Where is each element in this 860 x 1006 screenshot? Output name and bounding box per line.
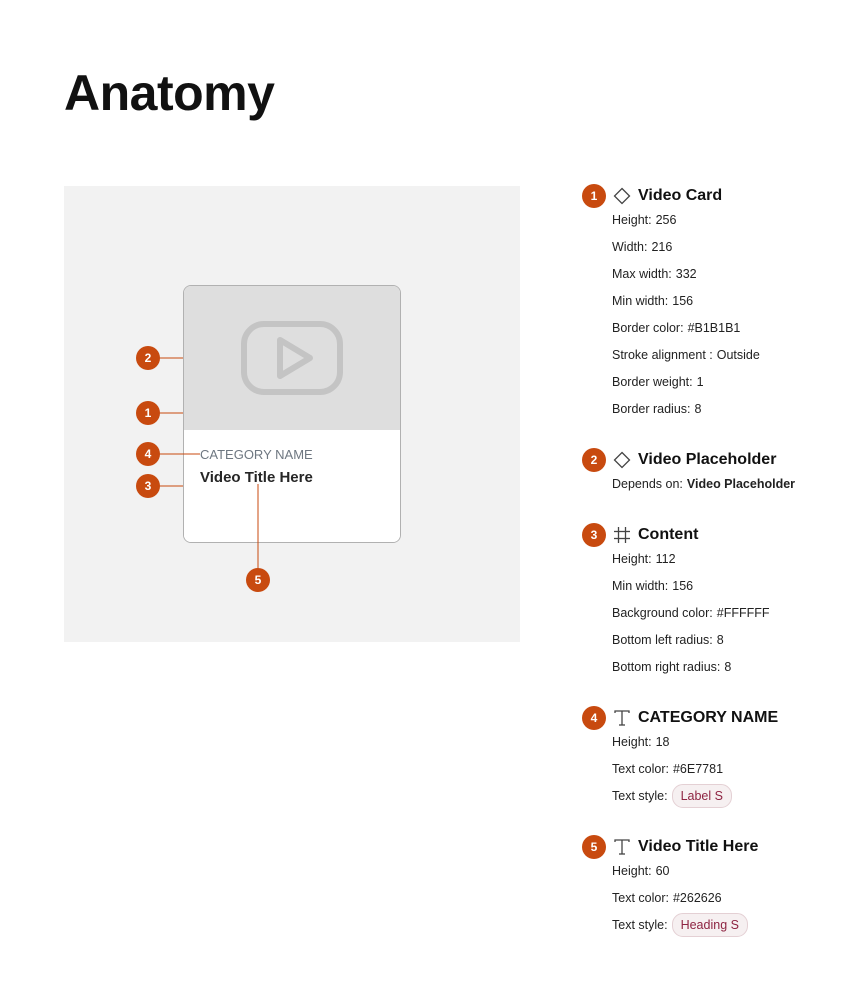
- spec-property: Width:216: [612, 240, 673, 254]
- spec-property: Min width:156: [612, 579, 694, 593]
- callout-marker-4: 4: [136, 442, 160, 466]
- callout-marker-1: 1: [136, 401, 160, 425]
- callout-marker-3: 3: [136, 474, 160, 498]
- spec-property: Max width:332: [612, 267, 697, 281]
- text-style-pill: Label S: [671, 784, 732, 808]
- diamond-icon: [613, 451, 631, 469]
- spec-property: Bottom left radius:8: [612, 633, 724, 647]
- spec-property: Height:60: [612, 864, 670, 878]
- text-style-pill: Heading S: [671, 913, 748, 937]
- card-content: CATEGORY NAME Video Title Here: [184, 430, 400, 542]
- spec-property: Text style:Label S: [612, 783, 854, 810]
- page-title: Anatomy: [64, 65, 275, 121]
- spec-property: Depends on:Video Placeholder: [612, 477, 796, 491]
- spec-property: Bottom right radius:8: [612, 660, 732, 674]
- spec-property: Text style:Heading S: [612, 912, 854, 939]
- spec-title: CATEGORY NAME: [638, 709, 779, 726]
- callout-marker-2: 2: [136, 346, 160, 370]
- spec-video-card: 1 Video Card Height:256 Width:216 Max wi…: [582, 184, 854, 423]
- frame-icon: [614, 527, 630, 543]
- spec-marker: 1: [582, 184, 606, 208]
- spec-property: Border radius:8: [612, 402, 702, 416]
- callout-lines: [148, 357, 259, 568]
- spec-marker: 2: [582, 448, 606, 472]
- spec-title: Video Placeholder: [638, 451, 777, 468]
- category-name: CATEGORY NAME: [200, 447, 313, 462]
- spec-property: Stroke alignment :Outside: [612, 348, 760, 362]
- spec-marker: 4: [582, 706, 606, 730]
- anatomy-canvas: CATEGORY NAME Video Title Here 2 1 4 3 5: [64, 186, 520, 642]
- spec-marker: 3: [582, 523, 606, 547]
- spec-title: Content: [638, 526, 699, 543]
- spec-video-title: 5 Video Title Here Height:60 Text color:…: [582, 835, 854, 939]
- spec-video-placeholder: 2 Video Placeholder Depends on:Video Pla…: [582, 448, 854, 498]
- spec-property: Background color:#FFFFFF: [612, 606, 770, 620]
- video-card[interactable]: CATEGORY NAME Video Title Here: [183, 285, 401, 543]
- diamond-icon: [613, 187, 631, 205]
- text-icon: [614, 710, 630, 726]
- spec-property: Border color:#B1B1B1: [612, 321, 741, 335]
- spec-property: Text color:#262626: [612, 891, 722, 905]
- video-placeholder: [184, 286, 400, 430]
- spec-content: 3 Content Height:112 Min width:156 Backg…: [582, 523, 854, 681]
- spec-marker: 5: [582, 835, 606, 859]
- spec-category-name: 4 CATEGORY NAME Height:18 Text color:#6E…: [582, 706, 854, 810]
- spec-property: Min width:156: [612, 294, 694, 308]
- text-icon: [614, 839, 630, 855]
- spec-property: Text color:#6E7781: [612, 762, 724, 776]
- callout-marker-5: 5: [246, 568, 270, 592]
- play-icon: [241, 321, 343, 395]
- spec-property: Border weight:1: [612, 375, 704, 389]
- spec-title: Video Card: [638, 187, 723, 204]
- spec-property: Height:18: [612, 735, 670, 749]
- spec-property: Height:112: [612, 552, 676, 566]
- video-title: Video Title Here: [200, 469, 313, 486]
- spec-property: Height:256: [612, 213, 677, 227]
- spec-title: Video Title Here: [638, 838, 759, 855]
